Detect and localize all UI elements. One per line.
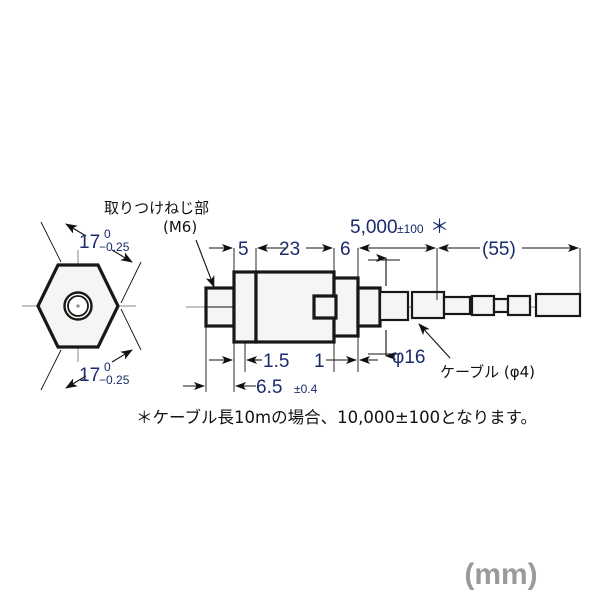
- dim-6-label: 6: [340, 239, 351, 260]
- side-view-geometry: [186, 270, 582, 344]
- mount-thread-spec-label: (M6): [163, 218, 197, 236]
- bottom-dimension-chain: 1.5 1 6.5 ±0.4: [183, 326, 378, 398]
- hex-dim-bottom-upper-tol: 0: [104, 360, 111, 374]
- dim-cable-length-label: 5,000: [350, 217, 398, 238]
- hex-dim-bottom-lower-tol: −0.25: [99, 373, 130, 387]
- hex-dim-ext-lower-left: [40, 349, 62, 391]
- mount-thread-label: 取りつけねじ部: [104, 199, 209, 217]
- dim-6p5-label: 6.5: [256, 377, 282, 398]
- hex-dim-ext-upper-right: [120, 261, 142, 304]
- cable-segment-3: [470, 294, 496, 317]
- hex-dim-top-upper-tol: 0: [104, 227, 111, 241]
- mount-thread-annotation: 取りつけねじ部 (M6): [104, 199, 215, 288]
- cable-segment-5: [506, 294, 532, 317]
- cable-segment-2: [442, 295, 472, 316]
- phi16-dimension: φ16: [368, 254, 425, 368]
- top-dimension-chain: 5 23 6 5,000 ±100 ＊ (55): [209, 217, 581, 300]
- cable-tail-segment: [534, 292, 582, 318]
- cable-length-note: ＊ケーブル長10mの場合、10,000±100となります。: [136, 407, 537, 427]
- dim-cable-length-asterisk: ＊: [430, 217, 449, 238]
- cable-segment-1: [410, 290, 446, 320]
- dim-23-label: 23: [279, 239, 300, 260]
- hex-dim-ext-upper-left: [40, 221, 62, 263]
- dim-1-label: 1: [314, 351, 325, 372]
- hex-dim-bottom-value: 17: [79, 365, 100, 386]
- hex-dim-top-lower-tol: −0.25: [99, 240, 130, 254]
- hex-dim-arrow-upper-left: [65, 223, 87, 237]
- internal-keyway-notch: [312, 294, 338, 320]
- dim-6p5-tol: ±0.4: [294, 382, 318, 396]
- cable-boot-segment: [378, 290, 410, 322]
- phi16-label: φ16: [392, 347, 425, 368]
- dim-55-label: (55): [482, 239, 516, 260]
- dim-5-label: 5: [238, 239, 249, 260]
- hex-dim-arrow-lower-left: [65, 375, 87, 389]
- hexagon-end-view: 17 0 −0.25 17 0 −0.25: [22, 221, 142, 391]
- cable-annotation: ケーブル (φ4): [418, 323, 535, 381]
- hex-dim-arrow-lower-right: [111, 349, 133, 363]
- hex-dim-top-value: 17: [79, 232, 100, 253]
- hex-flange-block: [232, 270, 258, 344]
- cable-label: ケーブル (φ4): [440, 363, 535, 381]
- cable-gland-reducer: [356, 286, 382, 328]
- unit-label: (mm): [464, 558, 537, 591]
- bore-center-dot: [76, 304, 80, 308]
- cable-leader-line: [418, 323, 451, 359]
- hex-dim-arrow-upper-right: [111, 249, 133, 263]
- dim-cable-length-tol: ±100: [397, 222, 424, 236]
- cable-segment-4: [492, 297, 510, 314]
- hex-dim-ext-lower-right: [120, 308, 142, 351]
- mount-thread-leader-line: [195, 239, 215, 288]
- dim-1p5-label: 1.5: [263, 351, 289, 372]
